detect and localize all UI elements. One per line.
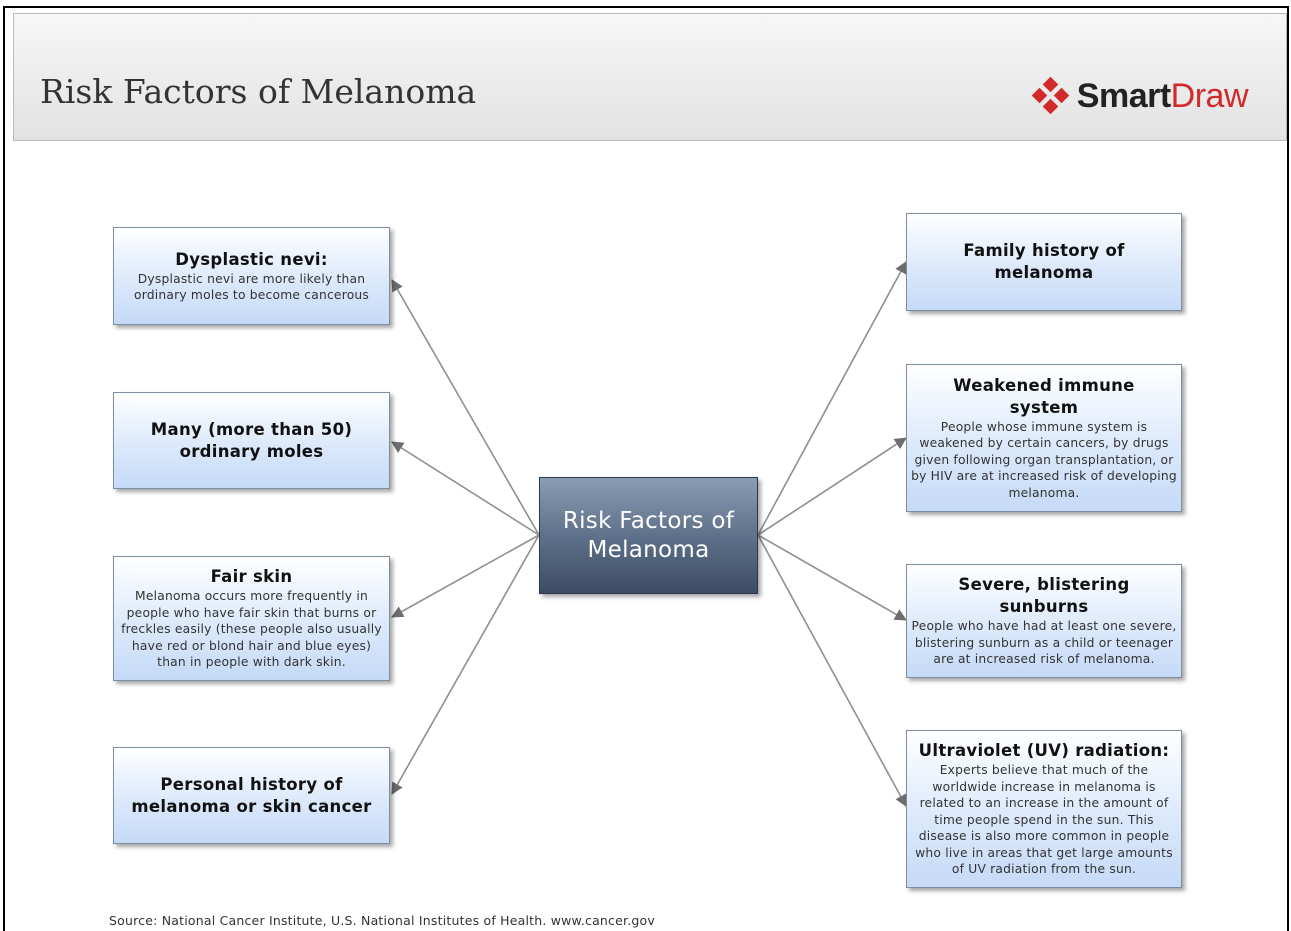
logo-text-smart: Smart (1076, 77, 1171, 115)
node-personal-history: Personal history of melanoma or skin can… (113, 747, 390, 844)
node-severe-sunburns: Severe, blistering sunburns People who h… (906, 564, 1182, 678)
center-label: Risk Factors of Melanoma (562, 507, 735, 563)
connector-weakened-immune (757, 437, 907, 536)
node-description: Experts believe that much of the worldwi… (915, 763, 1173, 877)
logo-text: SmartDraw (1076, 77, 1249, 115)
connector-uv-radiation (757, 534, 907, 807)
node-title: Ultraviolet (UV) radiation: (918, 741, 1170, 761)
connector-many-moles (391, 441, 540, 536)
smartdraw-logo: SmartDraw (1031, 76, 1249, 116)
logo-text-draw: Draw (1170, 77, 1249, 115)
connector-dysplastic-nevi (391, 279, 540, 536)
connector-family-history (757, 261, 907, 536)
node-description: People who have had at least one severe,… (911, 619, 1177, 667)
node-description: Melanoma occurs more frequently in peopl… (121, 589, 382, 670)
connector-fair-skin (391, 534, 540, 618)
node-family-history: Family history of melanoma (906, 213, 1182, 311)
page-frame (3, 6, 1289, 931)
node-title: Severe, blistering sunburns (958, 575, 1130, 617)
node-many-moles: Many (more than 50) ordinary moles (113, 392, 390, 489)
node-title: Personal history of melanoma or skin can… (131, 774, 372, 816)
page-title: Risk Factors of Melanoma (40, 72, 477, 111)
header-banner: Risk Factors of Melanoma SmartDraw (13, 13, 1287, 141)
connector-personal-history (391, 534, 540, 795)
node-fair-skin: Fair skin Melanoma occurs more frequentl… (113, 556, 390, 681)
node-title: Fair skin (210, 567, 293, 587)
node-title: Dysplastic nevi: (175, 249, 328, 269)
node-title: Family history of melanoma (963, 241, 1125, 282)
node-title: Weakened immune system (953, 375, 1135, 417)
center-node: Risk Factors of Melanoma (539, 477, 758, 594)
node-weakened-immune-system: Weakened immune system People whose immu… (906, 364, 1182, 512)
node-uv-radiation: Ultraviolet (UV) radiation: Experts beli… (906, 730, 1182, 888)
node-description: People whose immune system is weakened b… (911, 419, 1177, 500)
node-title: Many (more than 50) ordinary moles (150, 419, 353, 461)
diamond-logo-icon (1031, 76, 1070, 115)
source-citation: Source: National Cancer Institute, U.S. … (109, 913, 655, 928)
node-dysplastic-nevi: Dysplastic nevi: Dysplastic nevi are mor… (113, 227, 390, 325)
connector-sunburns (757, 534, 907, 621)
node-description: Dysplastic nevi are more likely than ord… (133, 271, 370, 303)
